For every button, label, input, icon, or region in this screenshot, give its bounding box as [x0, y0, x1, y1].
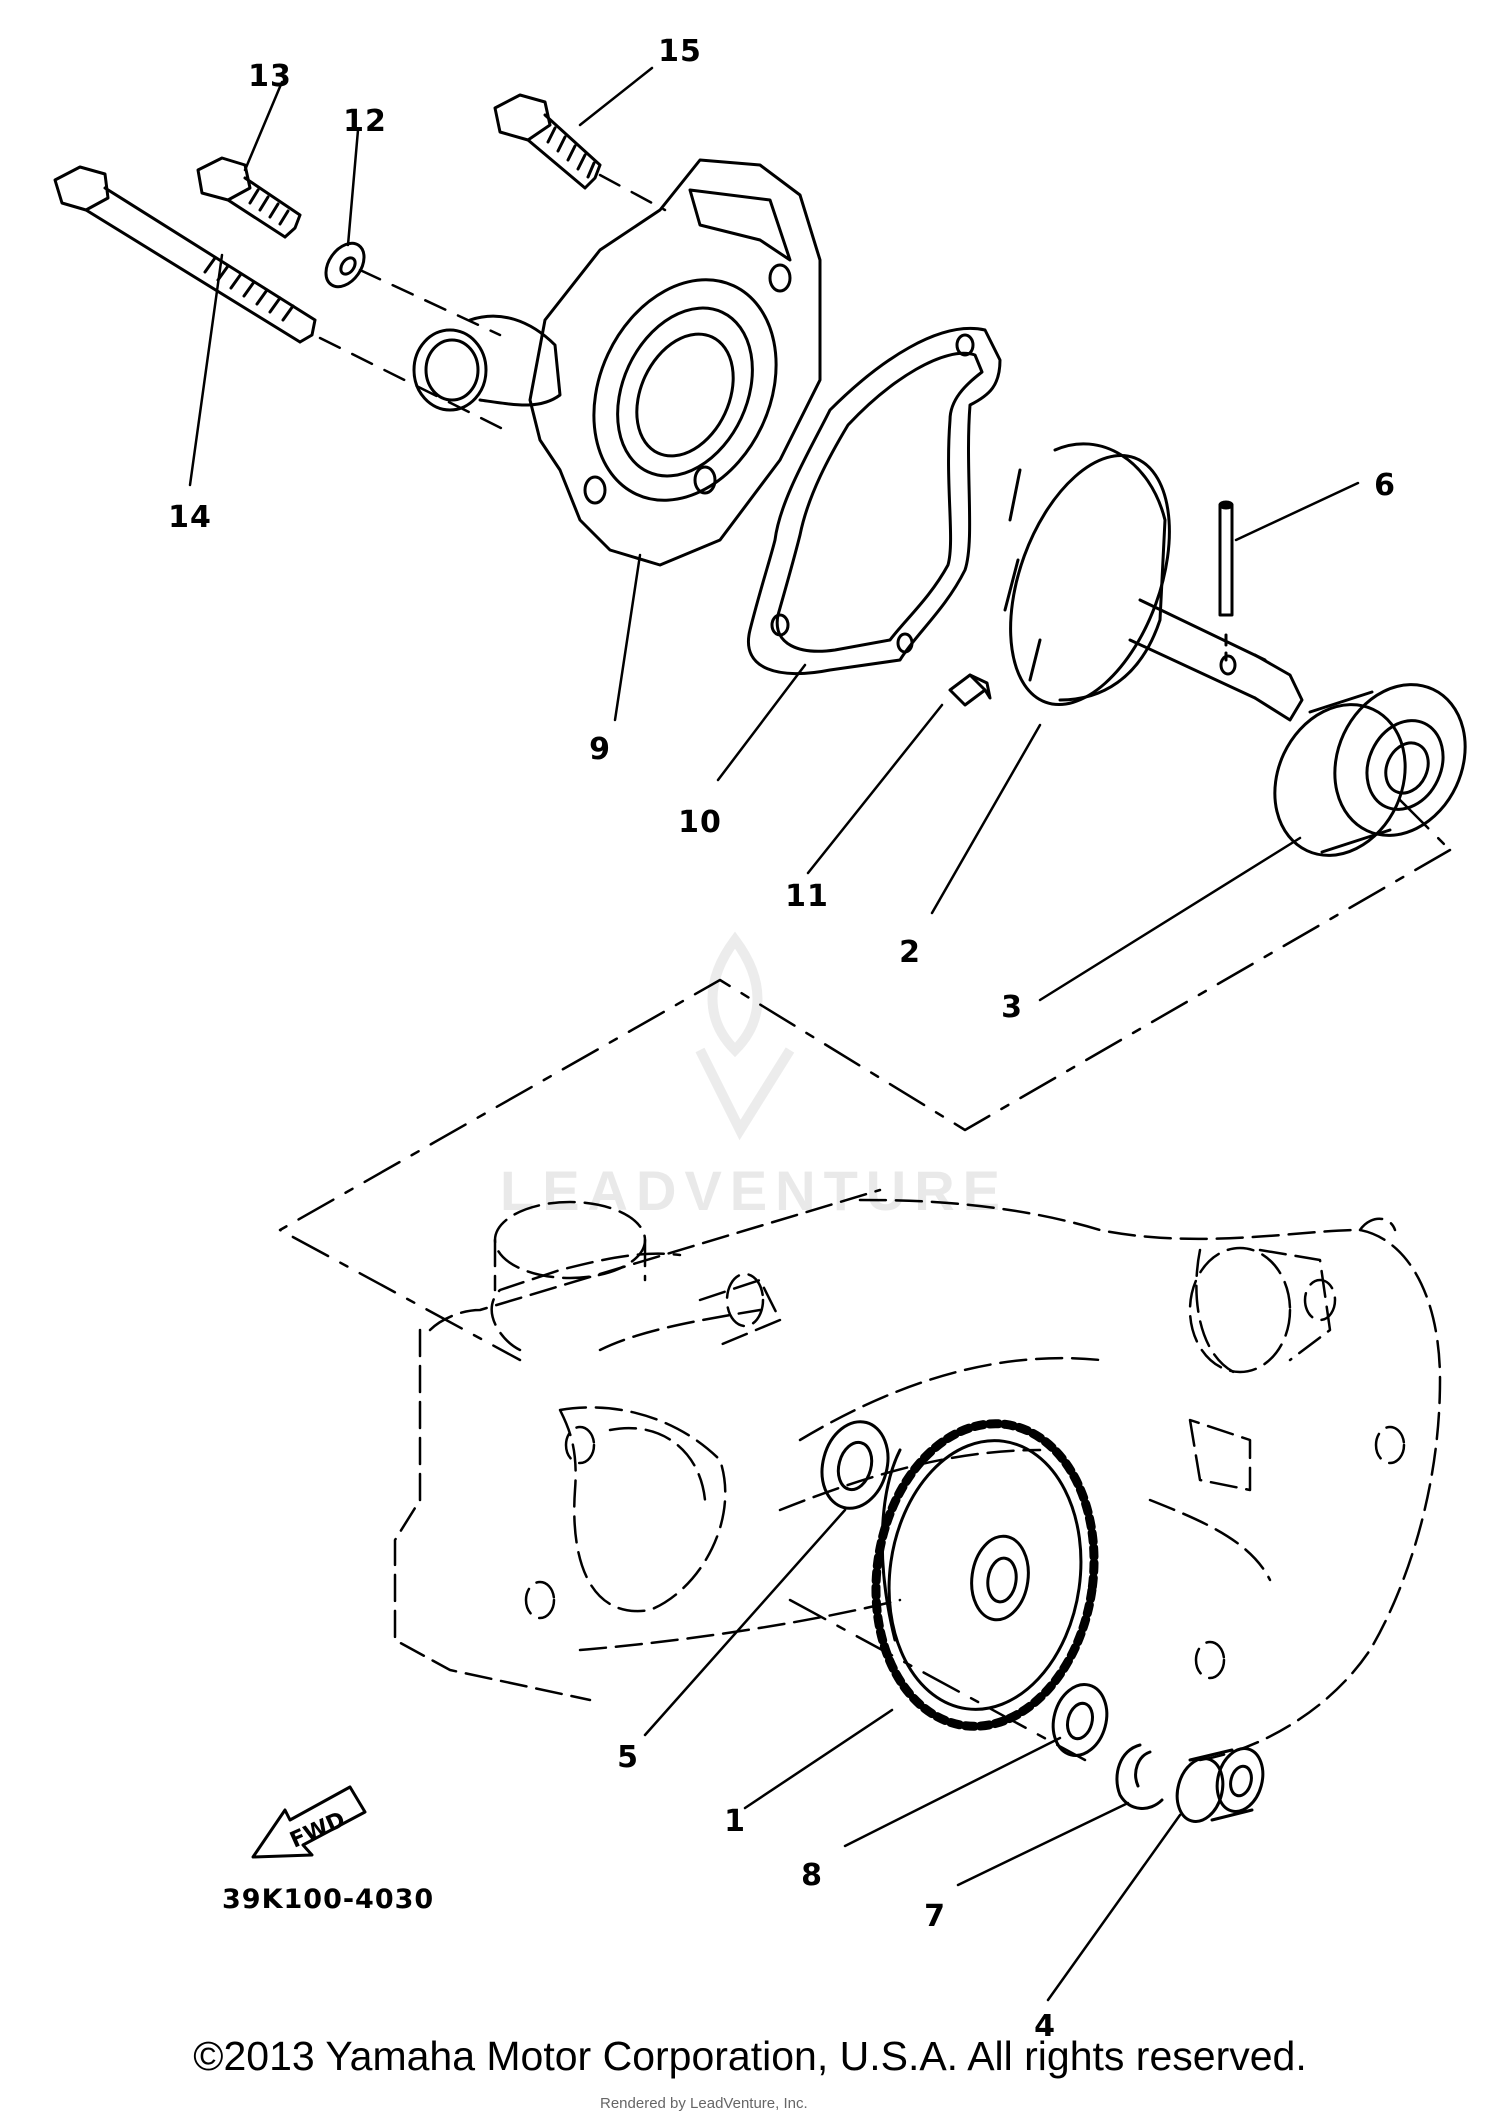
- part-7-circlip: [1115, 1743, 1164, 1810]
- copyright-notice: ©2013 Yamaha Motor Corporation, U.S.A. A…: [193, 2033, 1307, 2079]
- callout-14: 14: [168, 500, 212, 535]
- callout-11: 11: [785, 879, 829, 914]
- fwd-arrow: [251, 1785, 367, 1859]
- callout-6: 6: [1374, 468, 1396, 503]
- crankcase-outline: [393, 1188, 1442, 1762]
- callout-9: 9: [589, 732, 611, 767]
- part-5-washer: [820, 1420, 890, 1510]
- part-4-collar: [1175, 1747, 1265, 1823]
- callout-3: 3: [1001, 990, 1023, 1025]
- part-10-gasket: [747, 327, 1002, 676]
- callout-8: 8: [801, 1858, 823, 1893]
- part-6-pin: [1218, 500, 1234, 662]
- callout-10: 10: [678, 805, 722, 840]
- bolt-alignment-lines: [318, 173, 667, 432]
- callout-13: 13: [248, 59, 292, 94]
- rendered-by-credit: Rendered by LeadVenture, Inc.: [600, 2095, 808, 2112]
- callout-4: 4: [1034, 2009, 1056, 2044]
- callout-15: 15: [658, 34, 702, 69]
- part-13-bolt: [196, 156, 302, 239]
- assembly-outline: [278, 798, 1452, 1762]
- part-15-bolt: [493, 93, 602, 190]
- part-8-washer: [1051, 1683, 1109, 1757]
- diagram-part-code: 39K100-4030: [222, 1884, 435, 1915]
- part-9-pump-cover: [412, 158, 822, 567]
- callout-12: 12: [343, 104, 387, 139]
- callout-1: 1: [724, 1804, 746, 1839]
- leader-lines: [188, 66, 1360, 2002]
- callout-7: 7: [924, 1899, 946, 1934]
- part-14-long-bolt: [53, 165, 317, 344]
- part-11-dowel-pin: [948, 673, 992, 707]
- callout-2: 2: [899, 935, 921, 970]
- part-1-gear: [871, 1419, 1099, 1731]
- watermark-logo: [695, 931, 795, 1141]
- callout-5: 5: [617, 1740, 639, 1775]
- part-2-impeller-shaft: [1003, 442, 1304, 722]
- part-3-bearing: [1273, 683, 1467, 857]
- part-12-washer: [324, 241, 366, 289]
- watermark-text: LEADVENTURE: [500, 1159, 1009, 1222]
